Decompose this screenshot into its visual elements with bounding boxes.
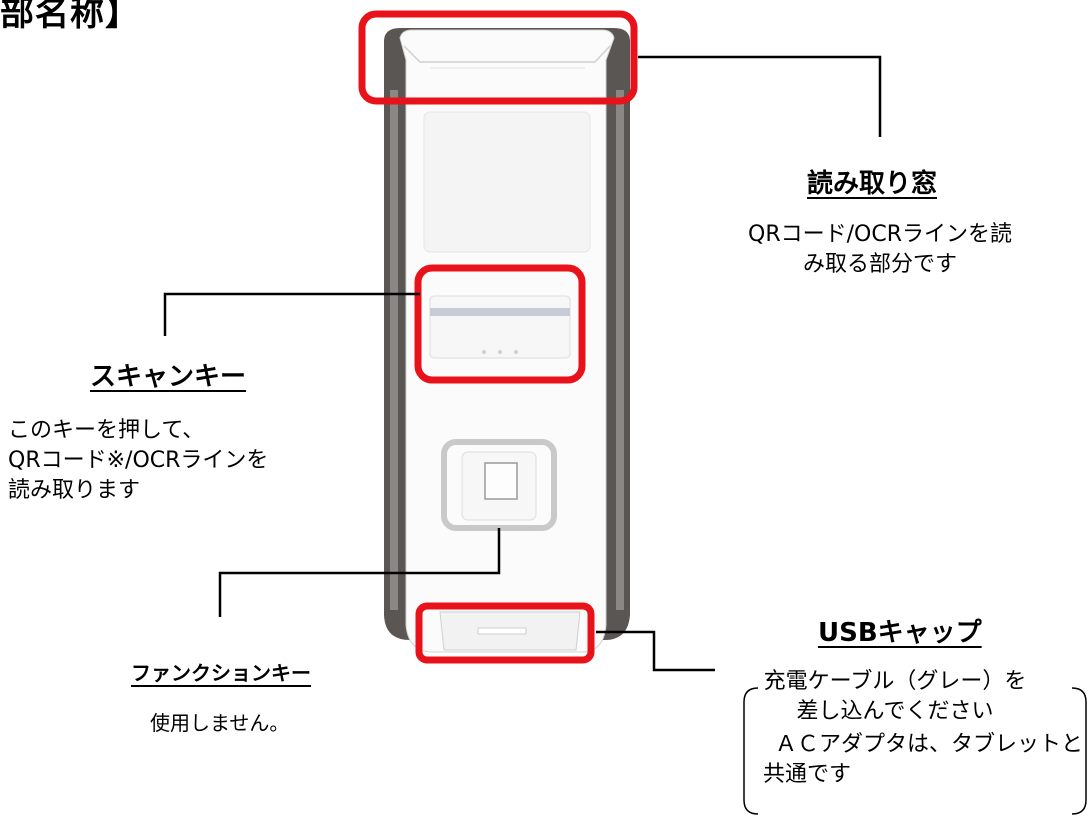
usb-cap-label: USBキャップ xyxy=(818,618,982,648)
right-side-highlight xyxy=(616,90,624,610)
left-side-highlight xyxy=(390,90,398,610)
function-key-label: ファンクションキー xyxy=(131,661,311,685)
usb-leader xyxy=(596,630,715,672)
usb-cap-desc: 充電ケーブル（グレー）を 差し込んでください xyxy=(763,669,1027,724)
scan-key-label: スキャンキー xyxy=(90,362,247,392)
scan-leader xyxy=(163,292,420,336)
function-key-desc: 使用しません。 xyxy=(150,711,290,735)
note-right-bracket xyxy=(1071,687,1087,815)
usb-cap-note: ＡＣアダプタは、タブレットと 共通です xyxy=(763,732,1084,787)
note-left-bracket xyxy=(743,687,759,815)
usb-cap-highlight xyxy=(415,602,595,664)
page-title: 部名称】 xyxy=(0,0,140,34)
function-leader xyxy=(218,528,501,617)
window-highlight xyxy=(358,10,638,105)
scan-key-highlight xyxy=(414,264,586,384)
window-label: 読み取り窓 xyxy=(807,169,938,199)
scan-key xyxy=(429,295,571,359)
window-desc: QRコード/OCRラインを読 み取る部分です xyxy=(748,222,1012,277)
scan-key-desc: このキーを押して、 QRコード※/OCRラインを 読み取ります xyxy=(8,418,269,503)
window-leader xyxy=(638,55,882,137)
upper-panel xyxy=(423,111,591,253)
reading-window xyxy=(403,45,611,63)
